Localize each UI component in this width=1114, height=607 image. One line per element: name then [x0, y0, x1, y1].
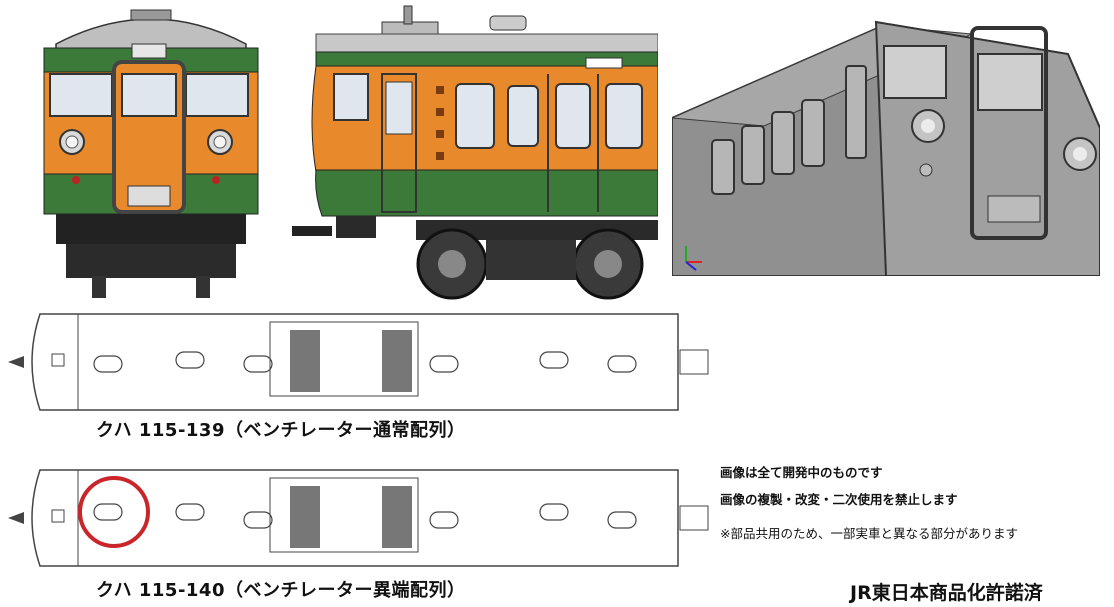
- train-side-view: [292, 5, 658, 300]
- roof-plan-view-139: [8, 313, 709, 411]
- note-in-development: 画像は全て開発中のものです: [720, 465, 883, 480]
- train-front-view: [43, 9, 259, 298]
- axis-gizmo-icon: [685, 246, 702, 271]
- caption-car-139: クハ 115-139（ベンチレーター通常配列）: [96, 420, 466, 441]
- note-parts-sharing: ※部品共用のため、一部実車と異なる部分があります: [720, 526, 1018, 541]
- license-label: JR東日本商品化許諾済: [850, 582, 1043, 604]
- train-3d-render: [672, 8, 1100, 276]
- caption-car-140: クハ 115-140（ベンチレーター異端配列）: [96, 580, 466, 601]
- highlight-circle: [78, 476, 150, 548]
- roof-plan-view-140: [8, 469, 709, 567]
- note-no-reproduction: 画像の複製・改変・二次使用を禁止します: [720, 492, 958, 507]
